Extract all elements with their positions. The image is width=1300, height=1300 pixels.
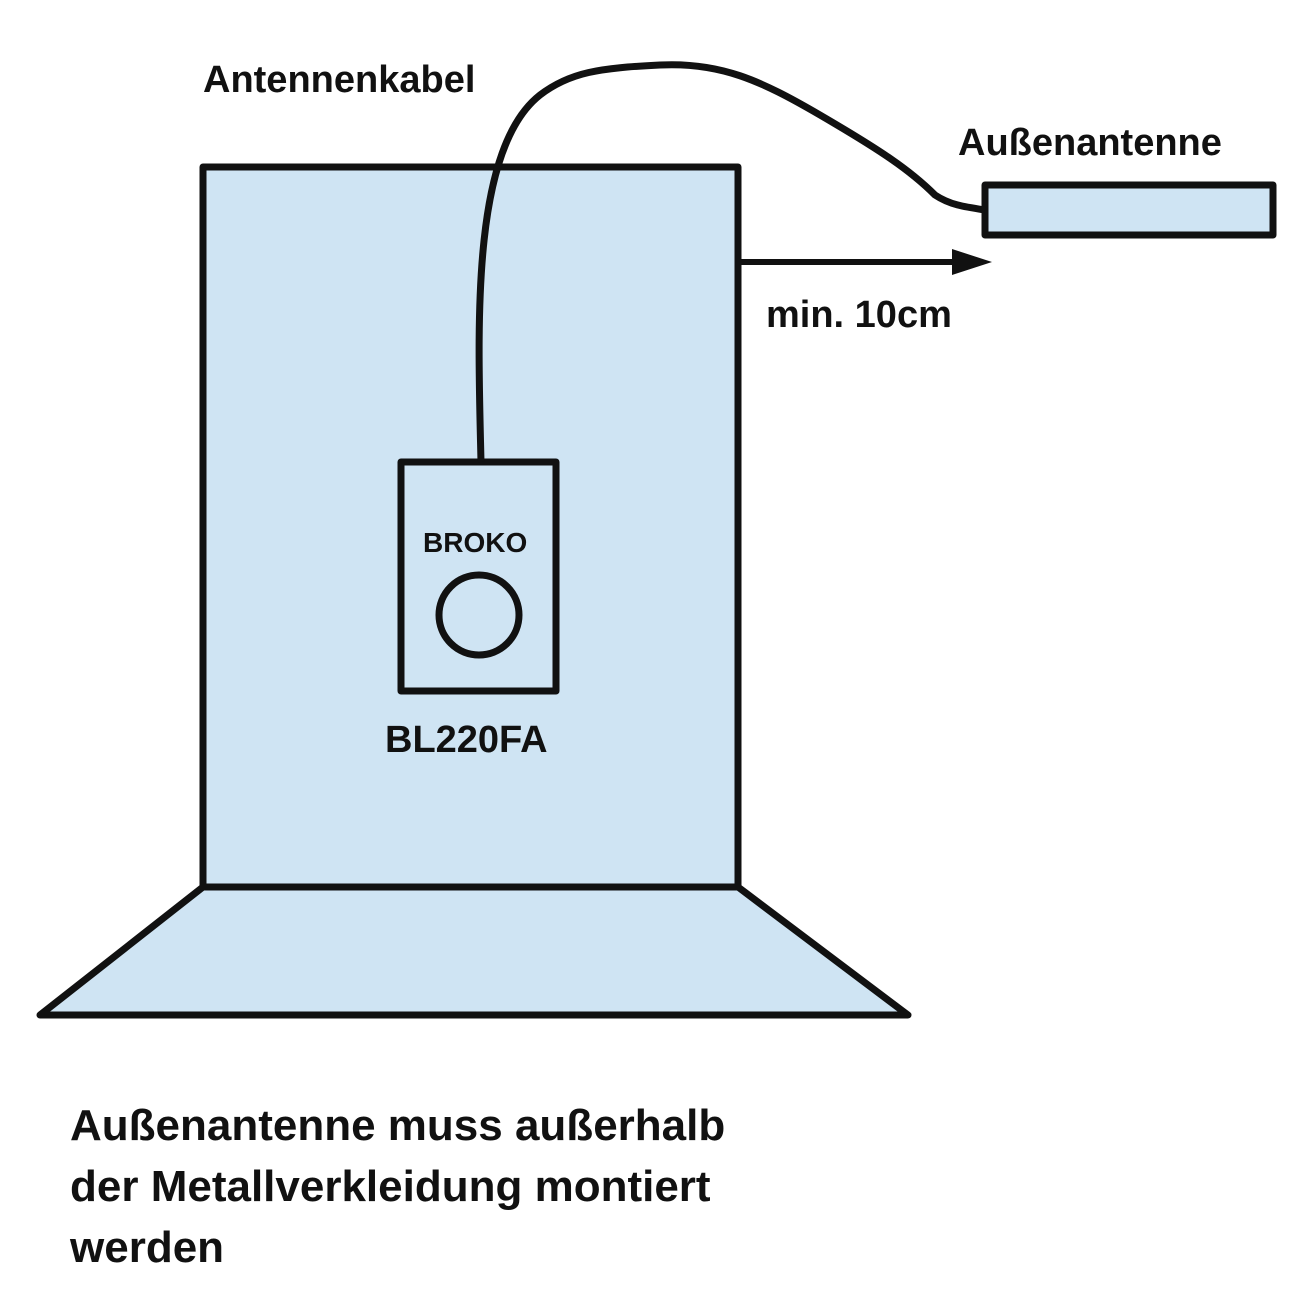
hood-base xyxy=(36,883,912,1019)
antenna-cable xyxy=(475,61,986,463)
antenna-label: Außenantenne xyxy=(958,122,1222,164)
caption-line-3: werden xyxy=(69,1223,224,1272)
caption-line-1: Außenantenne muss außerhalb xyxy=(70,1101,725,1150)
model-label: BL220FA xyxy=(385,719,548,761)
caption-line-2: der Metallverkleidung montiert xyxy=(70,1162,711,1211)
brand-label: BROKO xyxy=(423,527,527,558)
arrow-head-icon xyxy=(952,249,992,275)
device-button xyxy=(435,571,523,659)
outdoor-antenna xyxy=(981,181,1277,239)
cable-label: Antennenkabel xyxy=(203,59,475,101)
distance-label: min. 10cm xyxy=(766,294,952,336)
